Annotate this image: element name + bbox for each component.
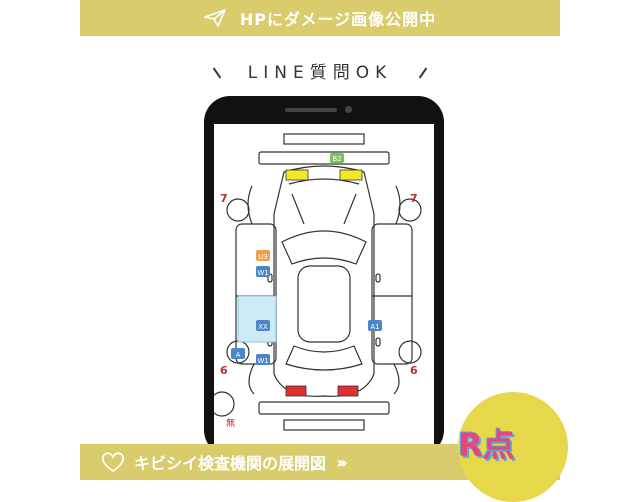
paper-plane-icon (204, 9, 226, 27)
arrows-icon: ››› (336, 452, 348, 472)
label-6-left: 6 (220, 364, 228, 377)
headlight-right (339, 169, 363, 181)
front-bumper-top (283, 133, 365, 145)
badge-w1-upper-text: W1 (257, 269, 268, 277)
front-bumper (258, 151, 390, 165)
badge-xx-text: XX (258, 323, 268, 331)
wheel-rear-right (398, 340, 422, 364)
badge-w1-lower-text: W1 (257, 357, 268, 365)
rear-bumper (258, 401, 390, 415)
spare-tire (214, 391, 235, 417)
car-body-outline (273, 165, 375, 397)
bottom-banner-text: キビシイ検査機関の展開図 (134, 454, 327, 473)
line-ok-subtitle: LINE質問OK (0, 58, 640, 83)
hood-lines (288, 178, 360, 225)
badge-xx (256, 320, 270, 331)
rear-bumper-bottom (283, 419, 365, 431)
top-banner-text: HPにダメージ画像公開中 (239, 10, 437, 29)
windshield (281, 230, 367, 265)
left-slash (213, 67, 222, 79)
badge-a1-text: A1 (370, 323, 379, 331)
right-pill-lower (375, 337, 381, 347)
label-7-left: 7 (220, 192, 228, 205)
car-inspection-diagram: B2 U3 W1 XX A1 A W1 7 7 6 6 無 (214, 133, 422, 431)
label-7-right: 7 (410, 192, 418, 205)
right-slash (418, 67, 427, 79)
top-banner: HPにダメージ画像公開中 (80, 0, 560, 36)
roof (297, 265, 351, 343)
badge-u3-text: U3 (258, 253, 268, 261)
wheel-front-left (226, 198, 250, 222)
label-6-right: 6 (410, 364, 418, 377)
wheel-front-right (398, 198, 422, 222)
phone-speaker (285, 108, 337, 112)
headlight-left (285, 169, 309, 181)
taillight-right (337, 385, 359, 397)
taillight-left (285, 385, 307, 397)
badge-a1 (368, 320, 382, 331)
badge-w1-lower (256, 354, 270, 365)
subtitle-text: LINE質問OK (247, 63, 393, 83)
left-fender (247, 185, 255, 395)
badge-a (231, 348, 245, 359)
badge-b2 (330, 153, 344, 163)
right-side-panel (371, 223, 413, 365)
right-fender (393, 185, 401, 395)
rear-window (285, 345, 363, 371)
left-side-panel (235, 223, 277, 365)
phone-screen (214, 124, 434, 444)
badge-b2-text: B2 (332, 155, 341, 163)
label-none: 無 (226, 417, 235, 429)
badge-a-text: A (236, 351, 241, 359)
left-door-highlight (237, 295, 277, 343)
right-pill-upper (375, 273, 381, 283)
badge-w1-upper (256, 266, 270, 277)
r-point-badge: R点 (458, 426, 515, 464)
badge-u3 (256, 250, 270, 261)
phone-camera (345, 106, 352, 113)
heart-icon (101, 452, 125, 473)
